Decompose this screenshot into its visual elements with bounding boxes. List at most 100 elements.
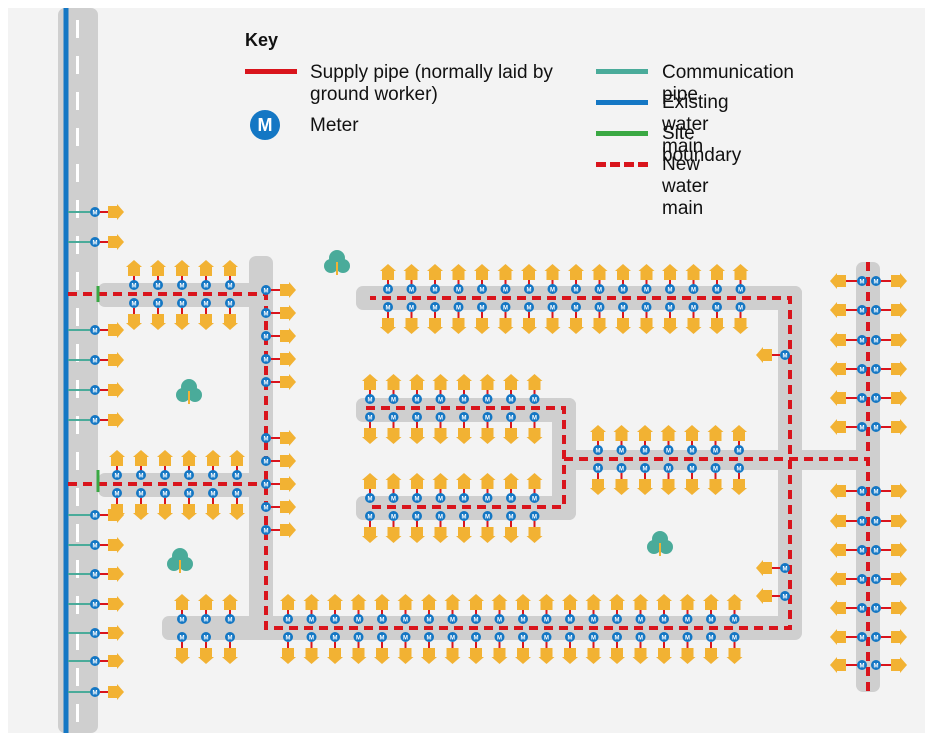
meter-icon (201, 298, 211, 308)
meter-icon-label: M (391, 397, 396, 403)
house-arrow-icon (181, 504, 197, 520)
key-title: Key (245, 30, 279, 50)
meter-icon (136, 470, 146, 480)
house-arrow-icon (830, 419, 846, 435)
meter-icon (734, 445, 744, 455)
meter-icon-label: M (638, 635, 643, 641)
meter-icon (208, 470, 218, 480)
meter-icon-label: M (93, 210, 98, 216)
meter-icon (232, 488, 242, 498)
house-arrow-icon (280, 648, 296, 664)
house-arrow-icon (732, 318, 749, 334)
house-arrow-icon (280, 351, 296, 367)
house-arrow-icon (108, 625, 124, 641)
meter-icon (453, 302, 464, 312)
meter-icon-label: M (521, 617, 526, 623)
meter-icon (365, 493, 375, 503)
meter-icon-label: M (874, 606, 879, 612)
meter-icon (780, 350, 790, 360)
house-arrow-icon (891, 419, 907, 435)
meter-icon-label: M (474, 617, 479, 623)
meter-icon-label: M (286, 635, 291, 641)
meter-icon (506, 493, 516, 503)
meter-icon-label: M (163, 491, 168, 497)
house-arrow-icon (526, 527, 543, 543)
meter-icon (506, 511, 516, 521)
meter-icon-label: M (433, 287, 438, 293)
house-arrow-icon (637, 425, 653, 441)
road-marking (76, 128, 79, 146)
house-arrow-icon (421, 648, 437, 664)
meter-icon-label: M (93, 631, 98, 637)
house-arrow-icon (303, 648, 320, 664)
meter-icon-label: M (391, 415, 396, 421)
meter-icon-label: M (403, 617, 408, 623)
meter-icon-label: M (456, 287, 461, 293)
meter-icon (447, 632, 458, 642)
meter-icon-label: M (860, 338, 865, 344)
house-arrow-icon (280, 305, 296, 321)
house-arrow-icon (385, 374, 402, 390)
meter-icon-label: M (715, 287, 720, 293)
meter-icon (635, 632, 646, 642)
house-arrow-icon (479, 374, 496, 390)
house-arrow-icon (891, 390, 907, 406)
meter-icon (225, 280, 235, 290)
house-arrow-icon (126, 260, 142, 276)
meter-icon-label: M (685, 635, 690, 641)
meter-icon (477, 302, 487, 312)
meter-icon (871, 545, 881, 555)
meter-icon-label: M (93, 388, 98, 394)
house-arrow-icon (632, 648, 649, 664)
meter-icon (388, 493, 399, 503)
meter-icon (494, 632, 505, 642)
house-arrow-icon (526, 374, 543, 390)
meter-icon-label: M (860, 519, 865, 525)
meter-icon (388, 394, 399, 404)
meter-icon (90, 510, 100, 520)
meter-icon (400, 632, 411, 642)
meter-icon (588, 614, 599, 624)
meter-icon (588, 632, 599, 642)
meter-icon (734, 463, 744, 473)
meter-icon-label: M (356, 635, 361, 641)
meter-icon (160, 470, 170, 480)
meter-icon-label: M (619, 448, 624, 454)
house-arrow-icon (731, 479, 747, 495)
meter-icon (406, 302, 417, 312)
meter-icon-label: M (662, 635, 667, 641)
meter-icon-label: M (568, 635, 573, 641)
meter-icon (232, 470, 242, 480)
meter-icon-label: M (509, 397, 514, 403)
meter-icon (712, 284, 722, 294)
meter-icon-label: M (264, 334, 269, 340)
house-arrow-icon (174, 648, 190, 664)
house-arrow-icon (222, 260, 238, 276)
house-arrow-icon (350, 648, 367, 664)
meter-icon (547, 302, 558, 312)
road (356, 398, 576, 422)
meter-icon-label: M (615, 635, 620, 641)
house-arrow-icon (229, 504, 245, 520)
house-arrow-icon (632, 594, 649, 610)
meter-icon (729, 632, 740, 642)
meter-icon-label: M (427, 617, 432, 623)
house-arrow-icon (515, 648, 531, 664)
meter-icon (871, 276, 881, 286)
house-arrow-icon (891, 513, 907, 529)
meter-icon (377, 614, 387, 624)
house-arrow-icon (385, 527, 402, 543)
house-arrow-icon (830, 571, 846, 587)
road-marking (76, 632, 79, 650)
house-arrow-icon (709, 264, 725, 280)
meter-icon (547, 284, 558, 294)
house-arrow-icon (108, 322, 124, 338)
house-arrow-icon (198, 260, 214, 276)
house-arrow-icon (380, 264, 396, 280)
meter-icon-label: M (532, 397, 537, 403)
meter-icon-label: M (521, 635, 526, 641)
meter-icon-label: M (597, 287, 602, 293)
meter-icon (710, 445, 721, 455)
house-arrow-icon (327, 648, 343, 664)
meter-icon-label: M (156, 301, 161, 307)
